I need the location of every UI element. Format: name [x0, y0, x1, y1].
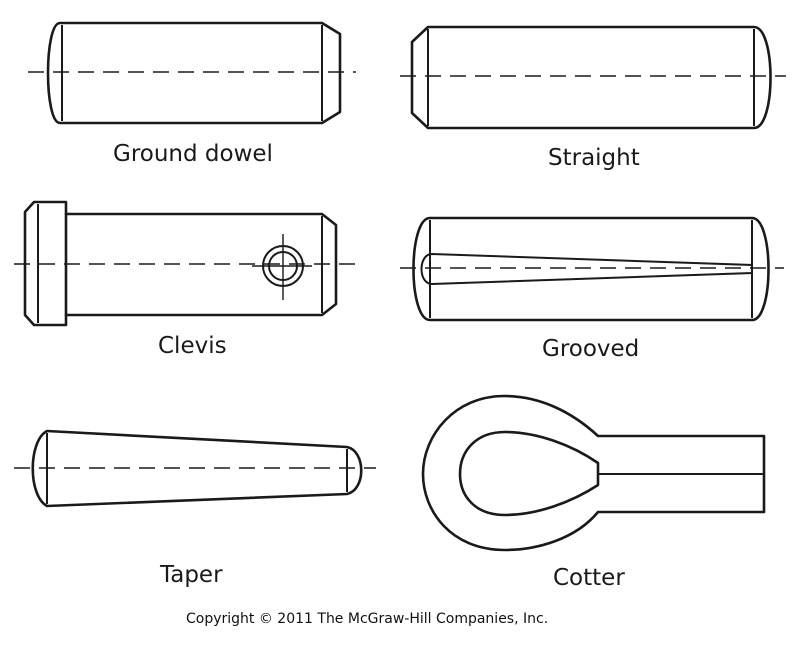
- clevis-pin-drawing: [14, 200, 355, 327]
- straight-pin-drawing: [400, 25, 786, 130]
- taper-pin-drawing: [14, 429, 376, 508]
- straight-label: Straight: [548, 145, 640, 171]
- cotter-pin-drawing: [421, 394, 766, 552]
- grooved-pin-drawing: [400, 216, 784, 322]
- taper-label: Taper: [160, 562, 223, 588]
- cotter-label: Cotter: [553, 565, 625, 591]
- ground-dowel-drawing: [28, 21, 356, 125]
- copyright-notice: Copyright © 2011 The McGraw-Hill Compani…: [186, 611, 549, 627]
- ground-dowel-label: Ground dowel: [113, 141, 273, 167]
- grooved-label: Grooved: [542, 336, 640, 362]
- clevis-label: Clevis: [158, 333, 227, 359]
